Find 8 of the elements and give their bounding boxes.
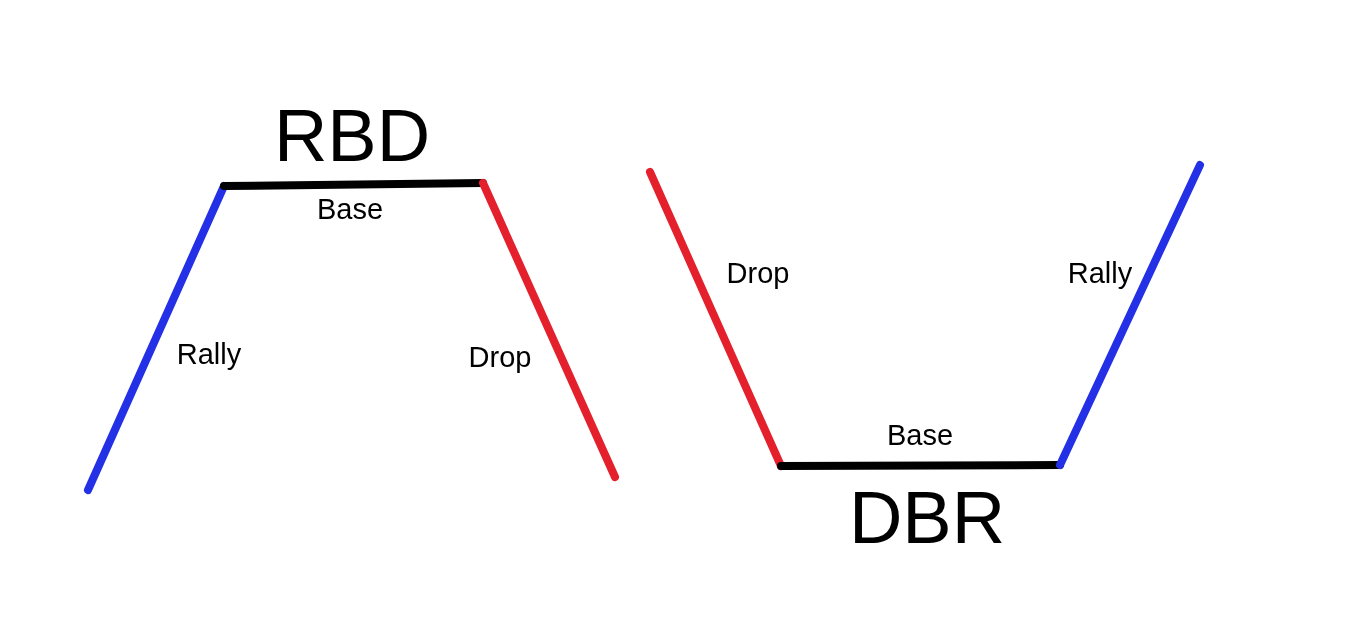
pattern-title: RBD bbox=[273, 95, 431, 177]
segment-label: Rally bbox=[1067, 258, 1133, 290]
segment-label: Drop bbox=[726, 258, 790, 290]
segment-label: Base bbox=[316, 194, 384, 226]
segment-label: Drop bbox=[468, 342, 532, 374]
pattern-title: DBR bbox=[848, 477, 1006, 559]
segment-label: Rally bbox=[176, 339, 242, 371]
segment-label: Base bbox=[886, 420, 954, 452]
